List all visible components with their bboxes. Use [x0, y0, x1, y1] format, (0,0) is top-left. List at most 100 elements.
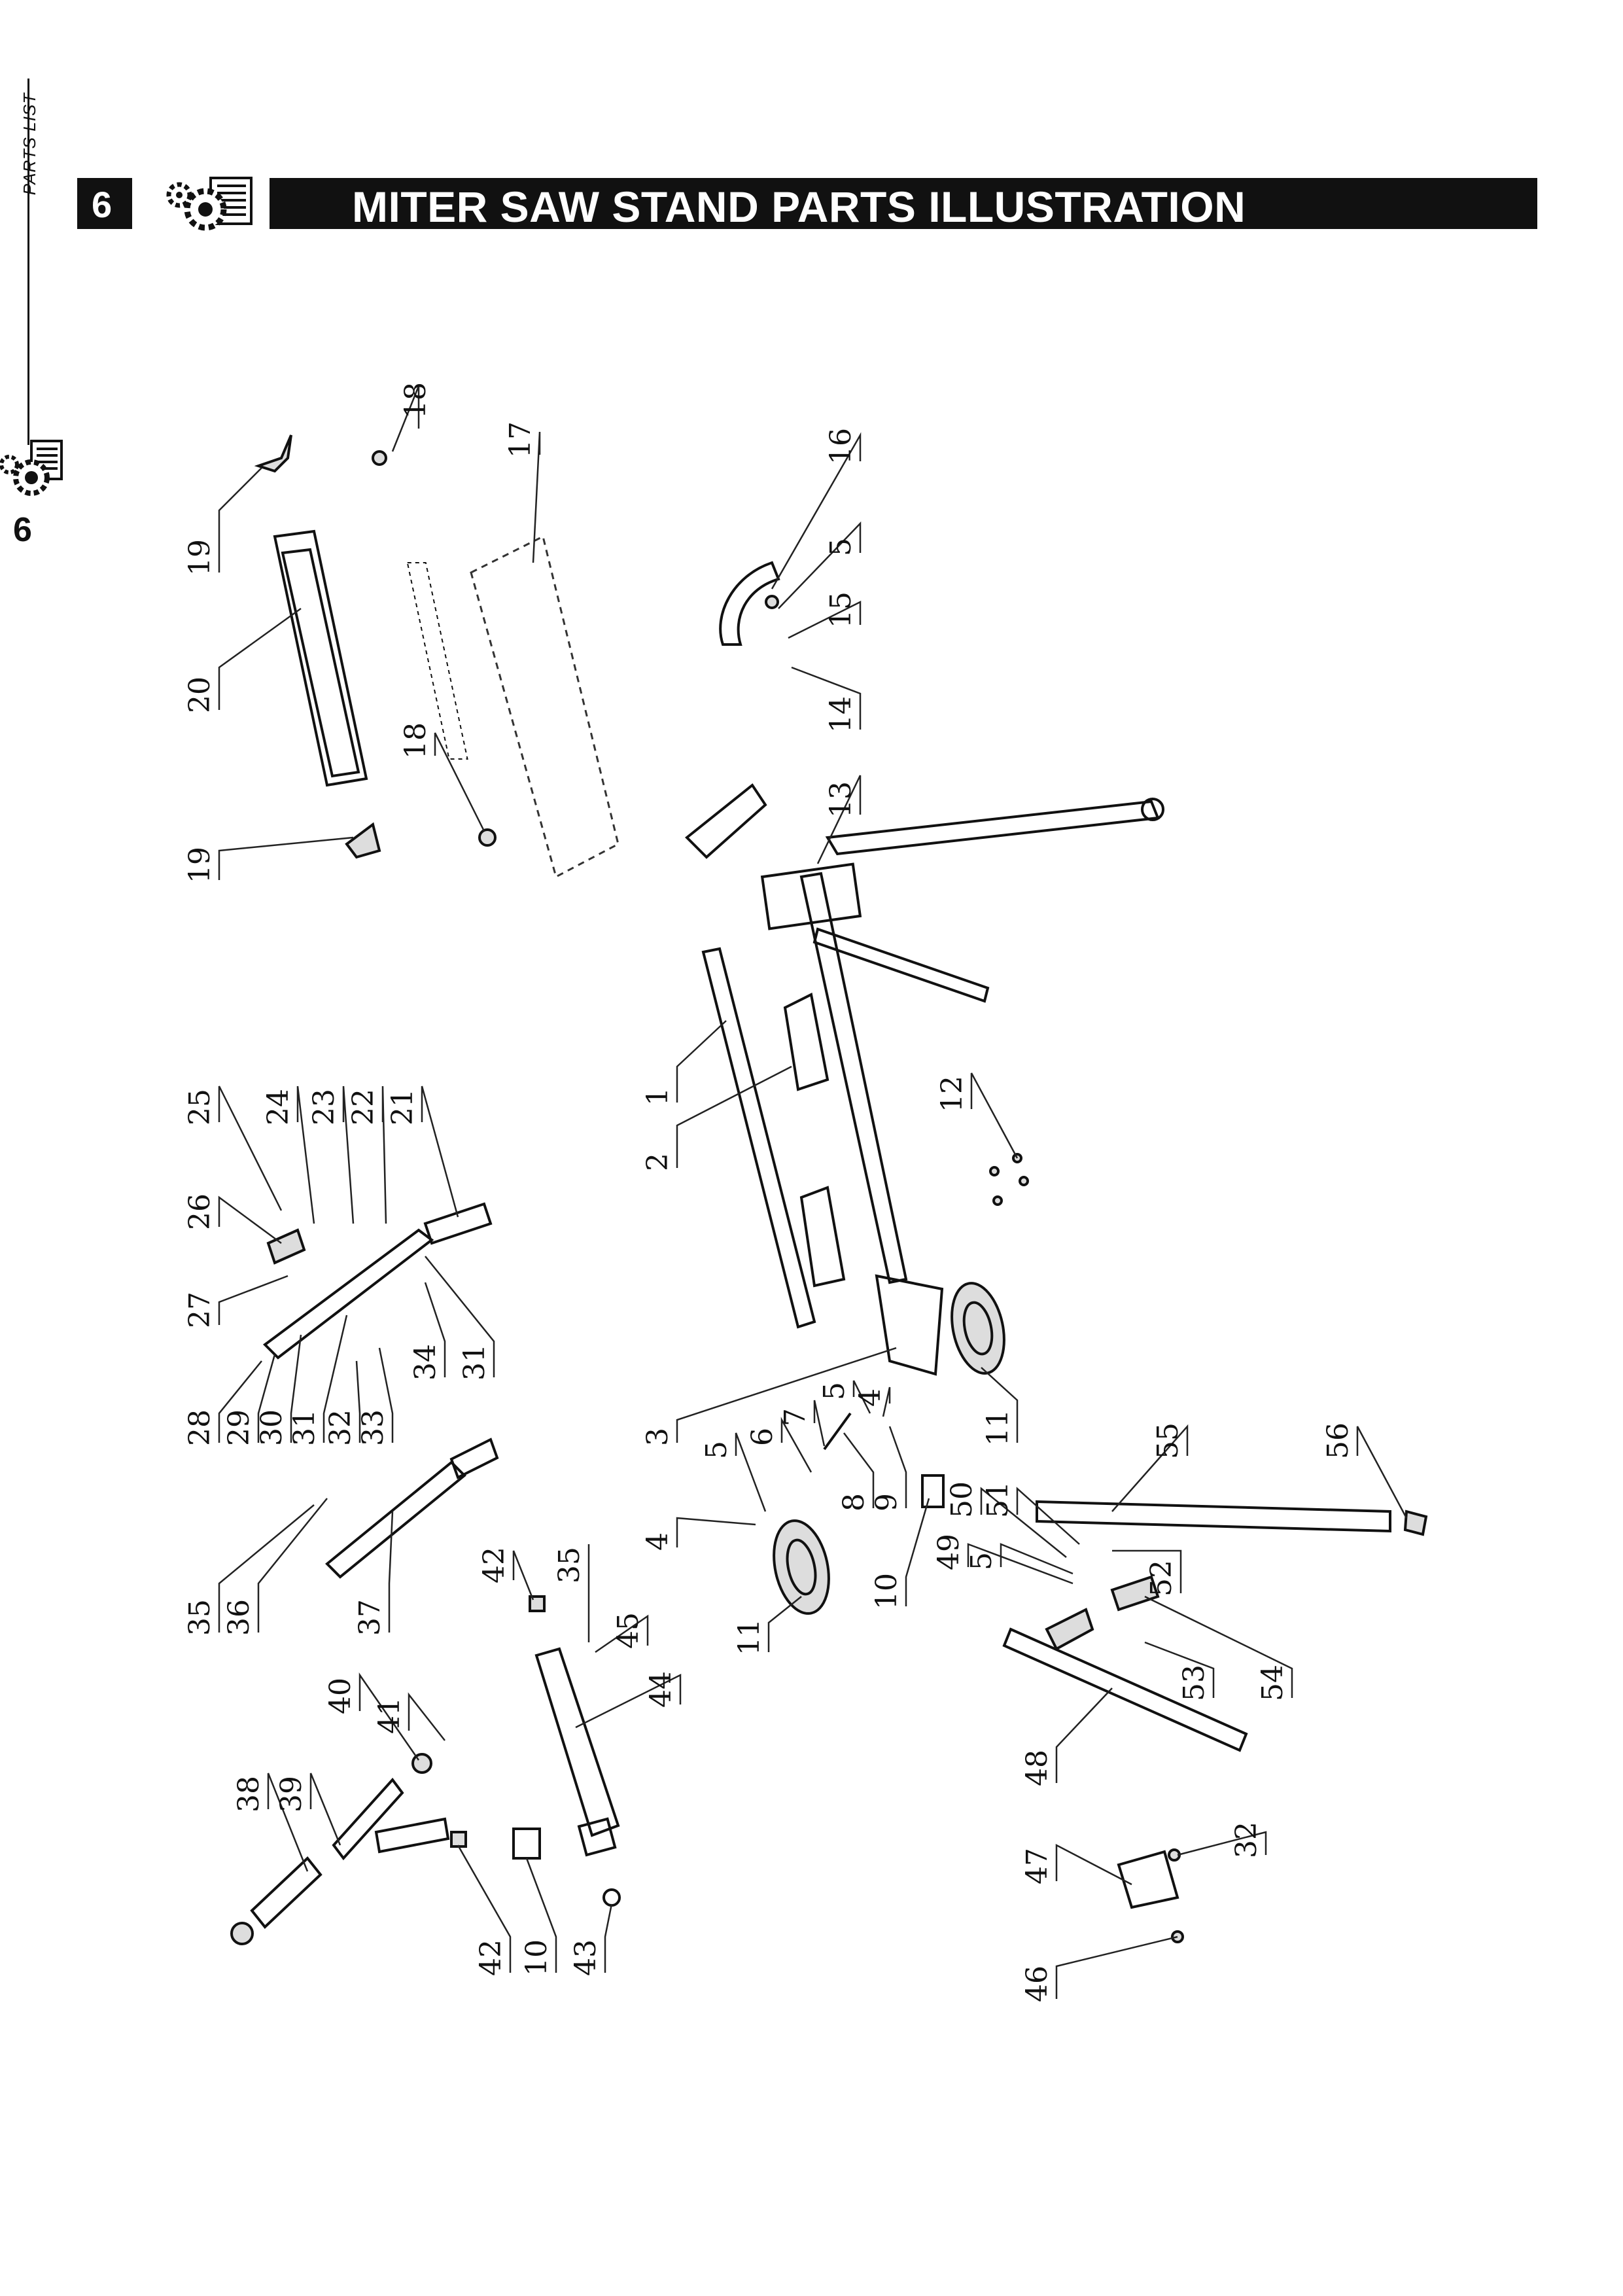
callout-c17: 17 [504, 421, 541, 563]
callout-number: 46 [1021, 1966, 1054, 2002]
callout-c37: 37 [353, 1511, 394, 1636]
side-tab-number: 6 [13, 511, 32, 549]
callout-leader [267, 1773, 309, 1872]
part-plate-20-holes [406, 562, 468, 760]
side-tab-rule [27, 79, 29, 445]
callout-c2: 2 [641, 1065, 792, 1171]
callout-c38: 38 [232, 1773, 309, 1872]
callout-leader [378, 1347, 394, 1443]
callout-number: 56 [1321, 1422, 1355, 1459]
callout-leader [323, 1315, 348, 1443]
callout-number: 41 [373, 1697, 406, 1734]
callout-number: 24 [262, 1089, 295, 1125]
part-end-cap-38 [230, 1922, 254, 1945]
callout-leader [791, 666, 862, 730]
part-clamp-26 [266, 1228, 306, 1265]
callout-c10a: 10 [870, 1498, 930, 1610]
callout-leader [882, 1386, 891, 1417]
callout-number: 39 [275, 1776, 308, 1812]
part-panel-17 [470, 535, 620, 879]
callout-leader [967, 1543, 1073, 1585]
callout-leader [676, 1517, 756, 1547]
part-leg-long [825, 800, 1160, 856]
part-leg-short [812, 927, 990, 1003]
part-top-bracket-13 [685, 783, 767, 859]
callout-leader [388, 1511, 394, 1633]
callout-number: 9 [870, 1493, 903, 1511]
callout-c13: 13 [816, 775, 862, 864]
callout-leader [218, 836, 354, 880]
callout-number: 32 [1230, 1822, 1263, 1858]
callout-number: 10 [520, 1939, 553, 1976]
callout-leader [676, 1347, 897, 1443]
callout-c50: 50 [945, 1481, 1067, 1558]
callout-leader [218, 1275, 288, 1325]
callout-leader [595, 1614, 649, 1653]
callout-number: 15 [824, 592, 858, 628]
callout-leader [735, 1432, 767, 1512]
part-tube-44-end [577, 1817, 617, 1857]
callout-number: 2 [641, 1153, 674, 1171]
callout-number: 20 [183, 677, 217, 713]
callout-leader [780, 1417, 812, 1473]
callout-c4a: 4 [854, 1386, 891, 1417]
callout-c21: 21 [386, 1086, 459, 1218]
callout-c1: 1 [641, 1020, 727, 1106]
part-handle-21 [423, 1202, 493, 1245]
callout-c41: 41 [373, 1692, 445, 1741]
gears-parts-list-icon [0, 440, 63, 496]
callout-number: 8 [837, 1493, 871, 1511]
callout-leader [381, 1086, 387, 1224]
callout-number: 23 [307, 1089, 341, 1125]
part-handle-16 [719, 561, 780, 646]
callout-c36: 36 [222, 1498, 328, 1636]
callout-number: 51 [981, 1481, 1015, 1518]
callout-number: 4 [641, 1532, 674, 1551]
callout-c14: 14 [791, 666, 862, 733]
callout-leader [512, 1550, 534, 1600]
callout-number: 4 [854, 1388, 887, 1407]
callout-c3: 3 [641, 1347, 897, 1446]
callout-c27: 27 [183, 1275, 288, 1328]
callout-number: 6 [746, 1428, 779, 1446]
callout-leader [1356, 1426, 1408, 1519]
callout-c15: 15 [788, 592, 862, 639]
part-tube-44 [534, 1647, 620, 1837]
callout-number: 19 [183, 539, 217, 576]
callout-number: 18 [399, 382, 432, 419]
callout-c18b: 18 [399, 722, 485, 832]
part-bracket-47 [1117, 1850, 1179, 1909]
part-cap-10a [921, 1474, 945, 1508]
callout-number: 33 [357, 1409, 390, 1446]
gears-parts-list-icon [166, 177, 253, 231]
callout-leader [290, 1334, 302, 1443]
callout-number: 25 [183, 1089, 217, 1125]
callout-leader [843, 1432, 875, 1508]
callout-c4b: 4 [641, 1517, 756, 1551]
callout-number: 34 [409, 1344, 442, 1381]
callout-number: 53 [1178, 1665, 1211, 1701]
section-header: 6 MITER SAW STAND PARTS ILLUSTRATION [77, 175, 1537, 232]
callout-c34: 34 [409, 1282, 446, 1381]
parts-drawing [230, 434, 1428, 1945]
part-tube-1 [701, 947, 816, 1329]
callout-leader [1144, 1641, 1215, 1698]
callout-c43: 43 [569, 1903, 613, 1976]
callout-c19b: 19 [183, 836, 354, 883]
callout-leader [771, 432, 862, 590]
part-knob-18-bottom [478, 828, 497, 847]
callout-c18a: 18 [391, 382, 432, 452]
callout-leader [1144, 1595, 1293, 1698]
callout-leader [816, 775, 862, 864]
callout-c31b: 31 [288, 1315, 348, 1446]
callout-leader [1055, 1935, 1178, 1999]
callout-leader [1055, 1843, 1132, 1886]
part-pad-2b [799, 1186, 846, 1288]
callout-c5c: 5 [700, 1432, 767, 1512]
part-pad-2a [783, 993, 829, 1091]
callout-number: 16 [824, 428, 858, 465]
callout-leader [767, 1596, 802, 1652]
callout-c24: 24 [262, 1086, 315, 1224]
callout-number: 42 [478, 1547, 511, 1583]
callout-number: 5 [824, 538, 858, 556]
